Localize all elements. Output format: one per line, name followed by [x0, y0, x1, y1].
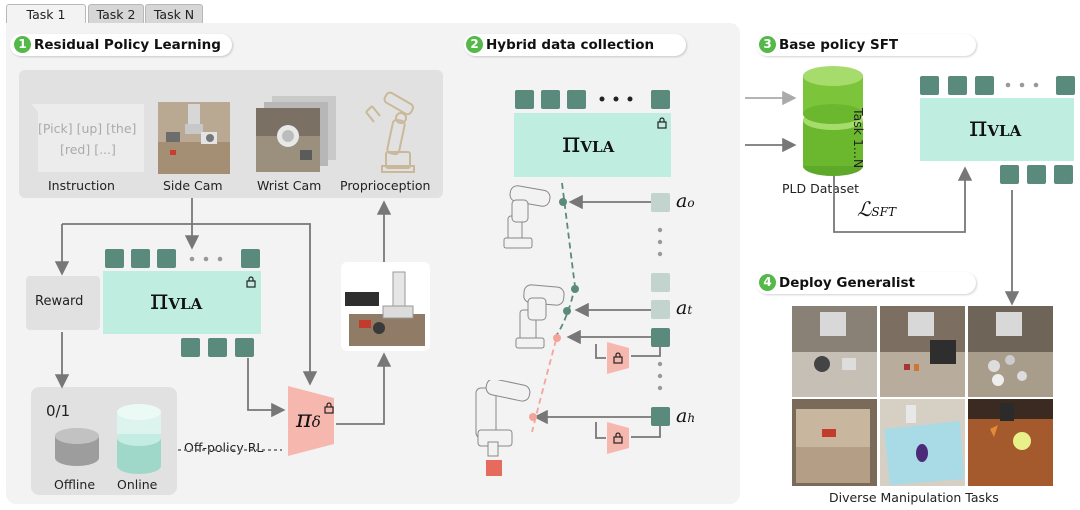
- task-thumbnail: [880, 399, 965, 486]
- step3-number: 3: [759, 36, 776, 53]
- vertical-ellipsis: [657, 361, 663, 391]
- input-token: [975, 76, 994, 95]
- reward-label: Reward: [35, 294, 84, 309]
- step2-number: 2: [466, 36, 483, 53]
- input-token: [241, 249, 260, 268]
- input-token: [948, 76, 967, 95]
- online-database-icon: [117, 404, 161, 474]
- output-token: [181, 338, 200, 357]
- robot-arm-render: [503, 185, 551, 249]
- instruction-text-line1: [Pick] [up] [the]: [38, 121, 137, 136]
- action-a-t: at: [676, 297, 693, 319]
- vertical-ellipsis: [657, 227, 663, 257]
- step2-label: Hybrid data collection: [486, 37, 655, 53]
- step1-label: Residual Policy Learning: [34, 37, 221, 53]
- action-a-h: ah: [676, 405, 696, 427]
- input-token: [515, 90, 534, 109]
- step4-label: Deploy Generalist: [779, 275, 915, 291]
- vla-policy-block-frozen: [514, 113, 671, 177]
- action-token-light: [651, 300, 670, 319]
- input-token: [651, 90, 670, 109]
- robot-arm-render: [475, 380, 531, 476]
- offpolicy-rl-label: Off-policy RL: [184, 440, 264, 455]
- input-token: [541, 90, 560, 109]
- residual-policy-small: [607, 422, 629, 454]
- tab-task-1[interactable]: Task 1: [6, 4, 86, 24]
- pld-dataset-label: PLD Dataset: [782, 181, 860, 196]
- vla-policy-symbol: πVLA: [969, 110, 1022, 143]
- lock-icon: [324, 402, 334, 414]
- task-thumbnail: [968, 399, 1053, 486]
- token-ellipsis: [599, 96, 633, 102]
- input-token: [105, 249, 124, 268]
- side-cam-label: Side Cam: [163, 178, 223, 193]
- task-thumbnail: [880, 306, 965, 397]
- input-token: [131, 249, 150, 268]
- output-token: [1000, 165, 1019, 184]
- proprioception-label: Proprioception: [340, 178, 431, 193]
- residual-policy-small: [607, 342, 629, 374]
- task-thumbnail: [792, 306, 877, 397]
- sft-loss-label: ℒSFT: [857, 197, 896, 221]
- online-label: Online: [117, 477, 158, 492]
- step4-pill: [756, 272, 976, 294]
- vla-policy-block-trained: [920, 98, 1074, 161]
- action-token: [651, 407, 670, 426]
- residual-policy-symbol: πδ: [296, 405, 321, 433]
- output-token: [1054, 165, 1073, 184]
- robot-arm-icon: [365, 91, 415, 173]
- input-token: [920, 76, 939, 95]
- action-token-light: [651, 193, 670, 212]
- robot-arm-render: [515, 284, 565, 349]
- input-token: [1056, 76, 1075, 95]
- task-thumbnail: [792, 399, 877, 486]
- side-cam-image: [158, 102, 230, 174]
- step2-pill: [464, 34, 686, 56]
- action-token-light: [651, 273, 670, 292]
- input-token: [567, 90, 586, 109]
- offline-database-icon: [55, 428, 99, 466]
- reward-box: [26, 276, 100, 330]
- simulation-screenshot: [341, 262, 430, 351]
- lock-icon: [246, 276, 256, 288]
- pld-dataset-icon: [803, 66, 863, 176]
- output-token: [208, 338, 227, 357]
- step1-number: 1: [14, 36, 31, 53]
- token-ellipsis: [1005, 82, 1039, 88]
- task-thumbnail: [968, 306, 1053, 397]
- deploy-caption: Diverse Manipulation Tasks: [829, 490, 999, 505]
- input-token: [157, 249, 176, 268]
- step1-pill: [10, 34, 232, 56]
- lock-icon: [613, 432, 623, 444]
- lock-icon: [657, 117, 667, 129]
- offline-label: Offline: [54, 477, 96, 492]
- token-ellipsis: [189, 256, 223, 262]
- instruction-text-line2: [red] [...]: [60, 142, 116, 157]
- vla-policy-symbol: πVLA: [150, 283, 203, 316]
- output-token: [1027, 165, 1046, 184]
- instruction-bubble: [30, 102, 144, 172]
- action-token: [651, 328, 670, 347]
- output-token: [235, 338, 254, 357]
- lock-icon: [613, 352, 623, 364]
- action-a-o: ao: [676, 190, 695, 212]
- instruction-label: Instruction: [48, 178, 115, 193]
- wrist-cam-image: [256, 96, 336, 172]
- tab-task-2[interactable]: Task 2: [88, 4, 144, 24]
- tab-task-n[interactable]: Task N: [145, 4, 203, 24]
- step3-pill: [756, 34, 976, 56]
- vla-policy-block: [103, 271, 261, 334]
- vla-policy-symbol: πVLA: [562, 126, 615, 159]
- step3-label: Base policy SFT: [779, 37, 899, 53]
- residual-policy-block: [288, 386, 334, 456]
- step4-number: 4: [759, 274, 776, 291]
- reward-ratio: 0/1: [46, 402, 71, 420]
- wrist-cam-label: Wrist Cam: [257, 178, 322, 193]
